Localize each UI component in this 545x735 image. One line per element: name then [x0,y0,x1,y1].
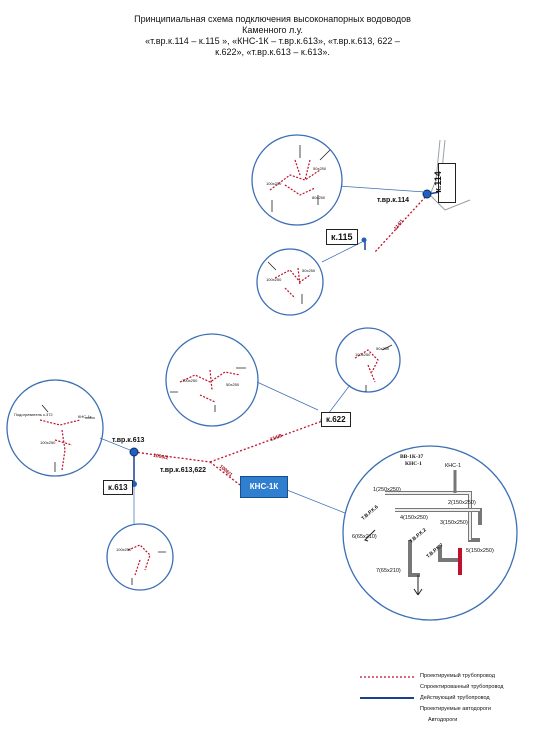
callout-line [337,185,426,193]
detail-label: 50х250 [376,346,390,351]
node-tvr-k114 [422,189,432,199]
legend-item-existing: Действующий трубопровод [360,695,540,705]
title-line-3: «т.вр.к.114 – к.115 », «КНС-1К – т.вр.к.… [145,36,400,46]
node-k114-label: к.114 [432,171,443,193]
detail-circle-2 [256,248,324,316]
node-k115 [361,237,367,243]
inset-title-1: ВВ-1К-37 [400,454,424,460]
projected-pipe-613-622 [133,451,211,463]
detail-label: 100х250 [266,181,282,186]
detail-circle-6 [106,523,174,591]
inset-item-2: 2(150х250) [448,500,476,506]
inset-kns-circle [342,445,518,621]
detail-circle-3 [165,333,259,427]
detail-label: 50х250 [226,382,240,387]
legend-item-projected: Проектируемый трубопровод [360,673,540,683]
detail-label: 80х250 [312,195,326,200]
node-k115-label: к.115 [326,229,358,245]
legend-text: Автодороги [428,717,458,723]
node-k613-label: к.613 [103,480,133,495]
legend-text: Проектируемый трубопровод [420,673,495,679]
inset-item-1: 1(250х250) [373,487,401,493]
kns-1k-block: КНС-1К [240,476,288,498]
inset-item-4: 4(150х250) [400,515,428,521]
legend-text: Спроектированный трубопровод [420,684,504,690]
title-line-4: к.622», «т.вр.к.613 – к.613». [215,47,330,57]
detail-label: 50х250 [302,268,316,273]
detail-circle-5 [6,379,104,477]
page-title: Принципиальная схема подключения высокон… [100,14,445,58]
legend-item-designed: Спроектированный трубопровод [360,684,540,694]
title-line-2: Каменного л.у. [242,25,303,35]
inset-title-2: КНС-1 [405,461,422,467]
inset-item-5: 5(150х250) [466,548,494,554]
detail-label: 100х250 [40,440,56,445]
node-k114-box: к.114 [433,163,456,203]
detail-label: Подогреватель к.372 [14,412,53,417]
detail-circle-1 [251,134,343,226]
legend-text: Действующий трубопровод [420,695,490,701]
detail-circle-4 [335,327,401,393]
node-tvr-k114-label: т.вр.к.114 [377,197,410,204]
inset-item-7: 7(65х210) [376,568,401,574]
inset-item-6: 6(65х210) [352,534,377,540]
node-k622-label: к.622 [321,412,351,427]
inset-item-3: 3(150х250) [440,520,468,526]
projected-pipe-to-k622 [209,419,326,463]
inset-kns-label: КНС-1 [445,463,462,469]
title-line-1: Принципиальная схема подключения высокон… [134,14,411,24]
detail-label: 50х250 [313,166,327,171]
node-tvr-k613-label: т.вр.к.613 [112,437,145,444]
detail-label: 100х250 [355,352,371,357]
callout-line [321,241,363,263]
node-tvr-k613 [129,447,139,457]
callout-line [256,381,319,411]
legend-text: Проектируемые автодороги [420,706,491,712]
detail-label: КНС-1к [78,414,92,419]
detail-label: 100х250 [266,277,282,282]
legend-item-projected-roads: Проектируемые автодороги [360,706,540,716]
callout-line [286,489,351,516]
legend-item-roads: Автодороги [360,717,540,727]
callout-line [99,437,131,451]
node-tvr-k613-622-label: т.вр.к.613,622 [160,467,207,474]
detail-label: 100х250 [116,547,132,552]
detail-label: 100х250 [182,378,198,383]
projected-pipe-114-115 [374,193,429,253]
